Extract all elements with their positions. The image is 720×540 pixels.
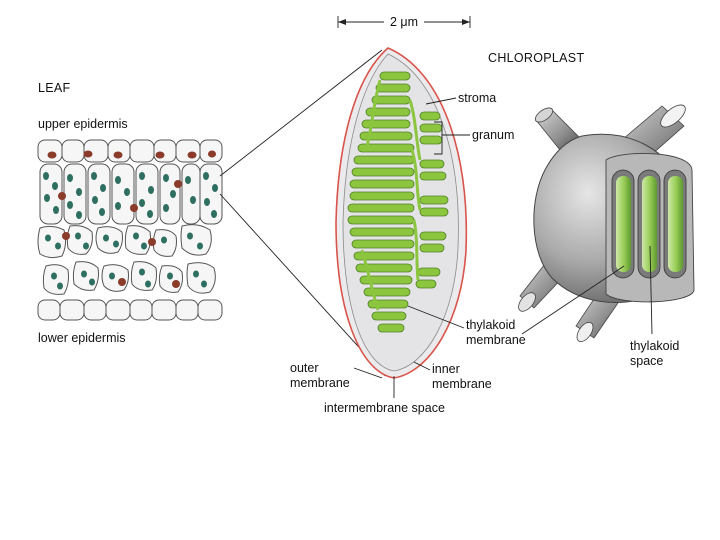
chloroplast-title: CHLOROPLAST	[488, 51, 584, 65]
thylakoid-slots	[611, 169, 687, 279]
thylakoid-space-label-line2: space	[630, 354, 663, 368]
chloroplast-3d-model	[518, 104, 695, 343]
intermembrane-space-label: intermembrane space	[324, 401, 445, 415]
outer-membrane-label: outer	[290, 361, 319, 375]
thylakoid-membrane-label-line2: membrane	[466, 333, 526, 347]
grana-stacks	[347, 71, 449, 333]
inner-membrane-label-line2: membrane	[432, 377, 492, 391]
palisade-cells	[39, 163, 223, 225]
chloroplast-section	[335, 47, 468, 379]
scale-bar: 2 μm	[337, 14, 471, 29]
spongy-mesophyll-cells	[37, 224, 216, 295]
stroma-label: stroma	[458, 91, 496, 105]
outer-membrane-label-line2: membrane	[290, 376, 350, 390]
leaf-cross-section	[37, 139, 223, 321]
scale-label: 2 μm	[390, 15, 418, 29]
granum-label: granum	[472, 128, 514, 142]
leaf-title: LEAF	[38, 81, 71, 95]
thylakoid-membrane-label: thylakoid	[466, 318, 515, 332]
upper-epidermis-label: upper epidermis	[38, 117, 128, 131]
granum-bracket	[434, 121, 443, 155]
stroma-lamellae	[360, 79, 422, 311]
lower-epidermis-cells	[37, 299, 223, 321]
zoom-line-bottom	[219, 193, 386, 377]
thylakoid-space-label: thylakoid	[630, 339, 679, 353]
lower-epidermis-label: lower epidermis	[38, 331, 126, 345]
upper-epidermis-cells	[37, 139, 223, 163]
zoom-line-top	[219, 49, 383, 177]
inner-membrane-label: inner	[432, 362, 460, 376]
